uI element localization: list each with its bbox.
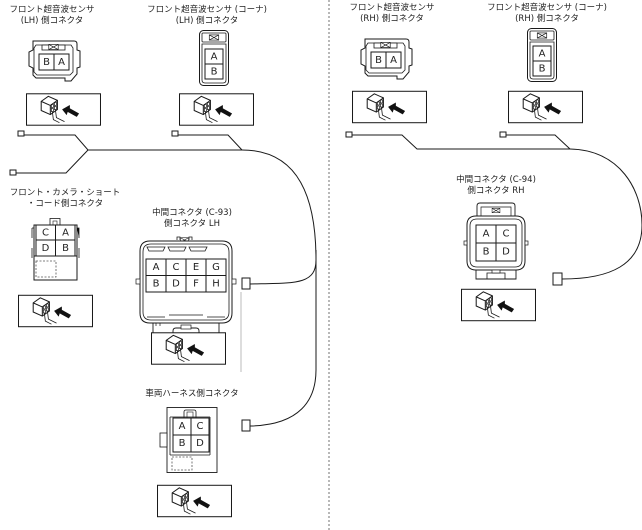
pin-label: C bbox=[173, 262, 180, 273]
pin-label: B bbox=[539, 64, 546, 75]
connector-probe-pictogram-icon bbox=[461, 288, 536, 322]
pin-label: A bbox=[483, 229, 490, 240]
lock-icon bbox=[491, 208, 501, 213]
label-camera-line1: フロント・カメラ・ショート bbox=[9, 188, 121, 198]
pin-label: G bbox=[212, 262, 220, 273]
pin-label: B bbox=[43, 57, 50, 68]
pin-label: F bbox=[193, 279, 199, 290]
label-camera-short-cord: フロント・カメラ・ショート ・コード側コネクタ bbox=[0, 188, 130, 210]
label-sensor-rh-line1: フロント超音波センサ bbox=[349, 3, 435, 13]
connector-probe-pictogram-icon bbox=[352, 90, 427, 124]
wire-terminal-icon bbox=[241, 277, 251, 290]
connector-camera-short-cord: C A D B bbox=[31, 218, 80, 281]
label-c94-line2: 側コネクタ RH bbox=[467, 186, 525, 196]
pin-label: E bbox=[193, 262, 199, 273]
label-intermediate-c93: 中間コネクタ (C-93) 側コネクタ LH bbox=[137, 208, 247, 230]
connector-probe-pictogram-icon bbox=[179, 93, 254, 126]
pin-label: B bbox=[483, 247, 490, 258]
pin-label: C bbox=[197, 421, 204, 432]
pin-label: A bbox=[539, 49, 546, 60]
wire-harness-lh bbox=[16, 134, 317, 427]
label-sensor-lh-line2: (LH) 側コネクタ bbox=[20, 16, 84, 26]
pin-label: A bbox=[58, 57, 65, 68]
connector-probe-pictogram-icon bbox=[26, 93, 101, 126]
pin-label: B bbox=[62, 243, 69, 254]
label-corner-sensor-rh-line2: (RH) 側コネクタ bbox=[515, 14, 579, 24]
pin-label: A bbox=[179, 421, 186, 432]
pin-label: C bbox=[42, 228, 49, 239]
label-c93-line2: 側コネクタ LH bbox=[164, 219, 220, 229]
connector-intermediate-c93: A C E G B D F H bbox=[135, 236, 237, 338]
label-corner-sensor-lh-line2: (LH) 側コネクタ bbox=[175, 16, 239, 26]
pin-label: C bbox=[503, 229, 510, 240]
pin-label: D bbox=[172, 279, 180, 290]
connector-corner-sensor-rh: A B bbox=[527, 28, 557, 82]
label-sensor-rh-line2: (RH) 側コネクタ bbox=[360, 14, 424, 24]
pin-label: H bbox=[212, 279, 220, 290]
label-corner-sensor-rh-line1: フロント超音波センサ (コーナ) bbox=[487, 3, 607, 13]
label-sensor-lh: フロント超音波センサ (LH) 側コネクタ bbox=[2, 5, 102, 27]
connector-probe-pictogram-icon bbox=[18, 294, 93, 328]
label-c93-line1: 中間コネクタ (C-93) bbox=[152, 208, 232, 218]
label-corner-sensor-rh: フロント超音波センサ (コーナ) (RH) 側コネクタ bbox=[487, 3, 607, 25]
connector-probe-pictogram-icon bbox=[508, 90, 583, 124]
pin-label: D bbox=[42, 243, 50, 254]
connector-sensor-rh: B A bbox=[360, 38, 413, 80]
pin-label: A bbox=[390, 55, 397, 66]
wire-terminal-icon bbox=[345, 131, 353, 138]
pin-label: D bbox=[196, 438, 204, 449]
lock-icon bbox=[536, 32, 548, 39]
label-sensor-rh: フロント超音波センサ (RH) 側コネクタ bbox=[342, 3, 442, 25]
connector-sensor-lh: B A bbox=[28, 40, 81, 82]
lock-icon bbox=[48, 44, 59, 50]
pin-label: B bbox=[375, 55, 382, 66]
pin-label: A bbox=[62, 228, 69, 239]
lock-icon bbox=[380, 42, 391, 48]
pin-label: B bbox=[179, 438, 186, 449]
pin-label: A bbox=[153, 262, 160, 273]
pin-label: B bbox=[211, 67, 218, 78]
wire-terminal-icon bbox=[241, 419, 251, 432]
wire-terminal-icon bbox=[552, 272, 563, 286]
wire-harness-rh bbox=[352, 134, 642, 280]
connector-vehicle-harness: A C B D bbox=[159, 407, 218, 473]
label-corner-sensor-lh: フロント超音波センサ (コーナ) (LH) 側コネクタ bbox=[147, 5, 267, 27]
pin-label: A bbox=[211, 52, 218, 63]
label-vehicle-harness-line1: 車両ハーネス側コネクタ bbox=[145, 389, 239, 399]
label-vehicle-harness: 車両ハーネス側コネクタ bbox=[137, 389, 247, 400]
wire-terminal-icon bbox=[17, 130, 25, 137]
connector-probe-pictogram-icon bbox=[157, 484, 232, 518]
wire-terminal-icon bbox=[499, 131, 507, 138]
lock-icon bbox=[208, 34, 220, 41]
connector-probe-pictogram-icon bbox=[151, 332, 226, 365]
label-corner-sensor-lh-line1: フロント超音波センサ (コーナ) bbox=[147, 5, 267, 15]
label-c94-line1: 中間コネクタ (C-94) bbox=[456, 175, 536, 185]
pin-label: D bbox=[502, 247, 510, 258]
label-sensor-lh-line1: フロント超音波センサ bbox=[9, 5, 95, 15]
label-intermediate-c94: 中間コネクタ (C-94) 側コネクタ RH bbox=[441, 175, 551, 197]
connector-intermediate-c94: A C B D bbox=[463, 202, 529, 280]
connector-corner-sensor-lh: A B bbox=[199, 30, 229, 86]
wire-terminal-icon bbox=[9, 169, 17, 176]
wire-terminal-icon bbox=[171, 130, 179, 137]
label-camera-line2: ・コード側コネクタ bbox=[26, 199, 104, 209]
pin-label: B bbox=[153, 279, 160, 290]
